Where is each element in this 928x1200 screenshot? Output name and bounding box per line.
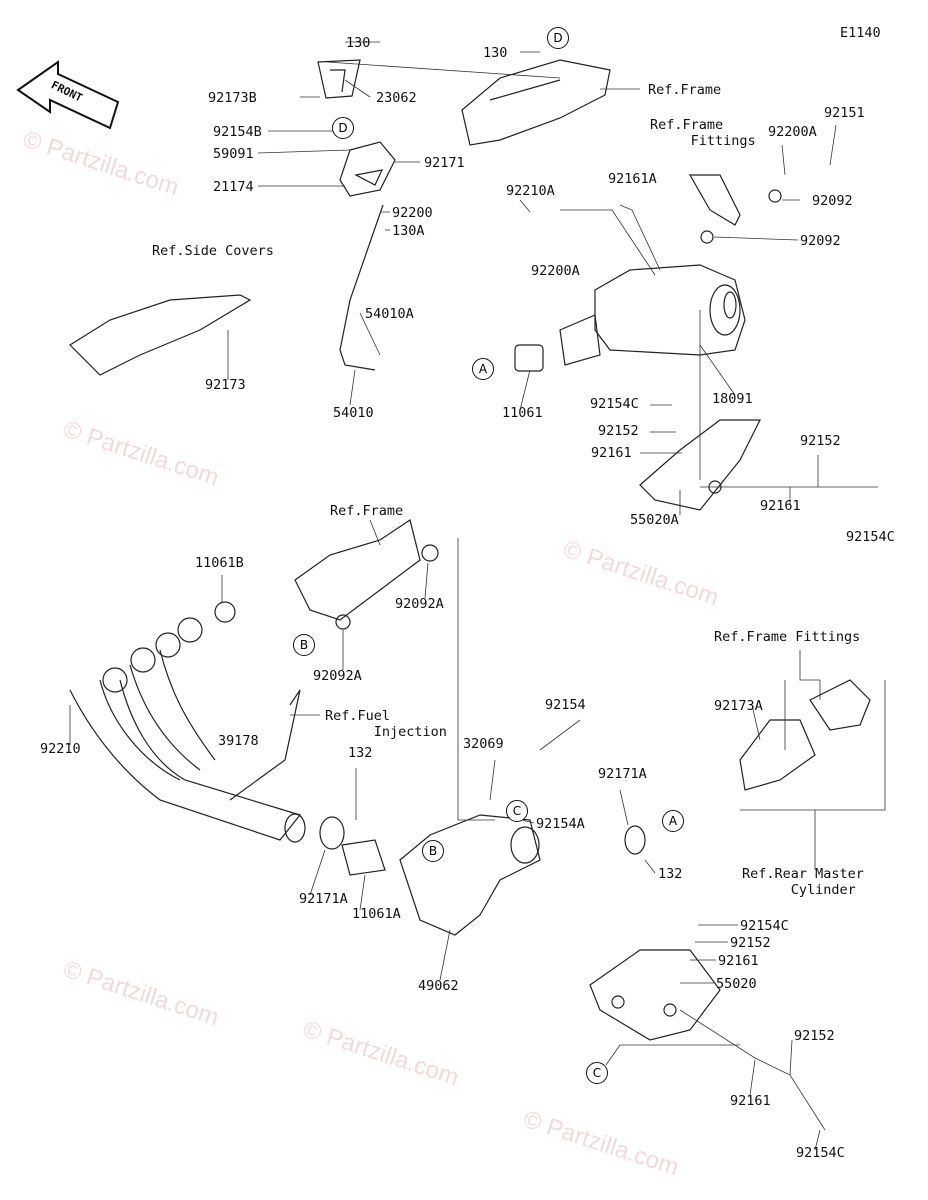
part-number-label: 92151 <box>824 105 865 121</box>
part-number-label: 92154C <box>590 396 639 412</box>
part-number-label: 92152 <box>598 423 639 439</box>
part-number-label: 92173A <box>714 698 763 714</box>
part-number-label: 59091 <box>213 146 254 162</box>
part-number-label: 11061 <box>502 405 543 421</box>
part-number-label: 92200 <box>392 205 433 221</box>
callout-circle: B <box>422 840 444 862</box>
part-number-label: Ref.Rear Master Cylinder <box>742 866 864 898</box>
callout-circle: D <box>547 27 569 49</box>
part-number-label: 130 <box>483 45 508 61</box>
part-number-label: 92154C <box>846 529 895 545</box>
part-number-label: 92173 <box>205 377 246 393</box>
callout-circle: C <box>586 1062 608 1084</box>
part-number-label: Ref.Side Covers <box>152 243 274 259</box>
part-number-label: 92154C <box>740 918 789 934</box>
part-number-label: 92152 <box>800 433 841 449</box>
callout-circle: B <box>293 634 315 656</box>
part-number-label: 132 <box>348 745 373 761</box>
front-arrow-icon <box>16 60 120 130</box>
part-number-label: 39178 <box>218 733 259 749</box>
part-number-label: 92092 <box>812 193 853 209</box>
part-number-label: Ref.Frame <box>648 82 722 98</box>
part-number-label: 55020A <box>630 512 679 528</box>
part-number-label: 55020 <box>716 976 757 992</box>
part-number-label: Ref.Frame <box>330 503 404 519</box>
callout-circle: A <box>662 810 684 832</box>
part-number-label: 92171A <box>598 766 647 782</box>
part-number-label: 11061A <box>352 906 401 922</box>
part-number-label: 92210 <box>40 741 81 757</box>
part-number-label: Ref.Fuel Injection <box>325 708 447 740</box>
part-number-label: 132 <box>658 866 683 882</box>
part-number-label: 21174 <box>213 179 254 195</box>
part-number-label: 92154C <box>796 1145 845 1161</box>
part-number-label: 92161 <box>591 445 632 461</box>
part-number-label: 92154 <box>545 697 586 713</box>
diagram-code: E1140 <box>840 25 881 41</box>
part-number-label: 92152 <box>730 935 771 951</box>
part-number-label: 92154B <box>213 124 262 140</box>
part-number-label: Ref.Frame Fittings <box>650 117 756 149</box>
part-number-label: 32069 <box>463 736 504 752</box>
part-number-label: Ref.Frame Fittings <box>714 629 861 645</box>
part-number-label: 92171 <box>424 155 465 171</box>
part-number-label: 92173B <box>208 90 257 106</box>
part-number-label: 130A <box>392 223 425 239</box>
part-number-label: 49062 <box>418 978 459 994</box>
part-number-label: 92154A <box>536 816 585 832</box>
part-number-label: 18091 <box>712 391 753 407</box>
part-number-label: 92161 <box>730 1093 771 1109</box>
callout-circle: D <box>332 117 354 139</box>
part-number-label: 92092A <box>395 596 444 612</box>
part-number-label: 23062 <box>376 90 417 106</box>
part-number-label: 92161 <box>760 498 801 514</box>
part-number-label: 92161A <box>608 171 657 187</box>
part-number-label: 54010 <box>333 405 374 421</box>
part-number-label: 92210A <box>506 183 555 199</box>
part-number-label: 92092A <box>313 668 362 684</box>
part-number-label: 92092 <box>800 233 841 249</box>
callout-circle: A <box>472 358 494 380</box>
part-number-label: 92161 <box>718 953 759 969</box>
part-number-label: 11061B <box>195 555 244 571</box>
part-number-label: 92200A <box>768 124 817 140</box>
part-number-label: 92200A <box>531 263 580 279</box>
leader-lines <box>69 41 886 1151</box>
part-number-label: 130 <box>346 35 371 51</box>
part-number-label: 92152 <box>794 1028 835 1044</box>
part-number-label: 92171A <box>299 891 348 907</box>
callout-circle: C <box>506 800 528 822</box>
part-drawings <box>16 59 871 1041</box>
part-number-label: 54010A <box>365 306 414 322</box>
